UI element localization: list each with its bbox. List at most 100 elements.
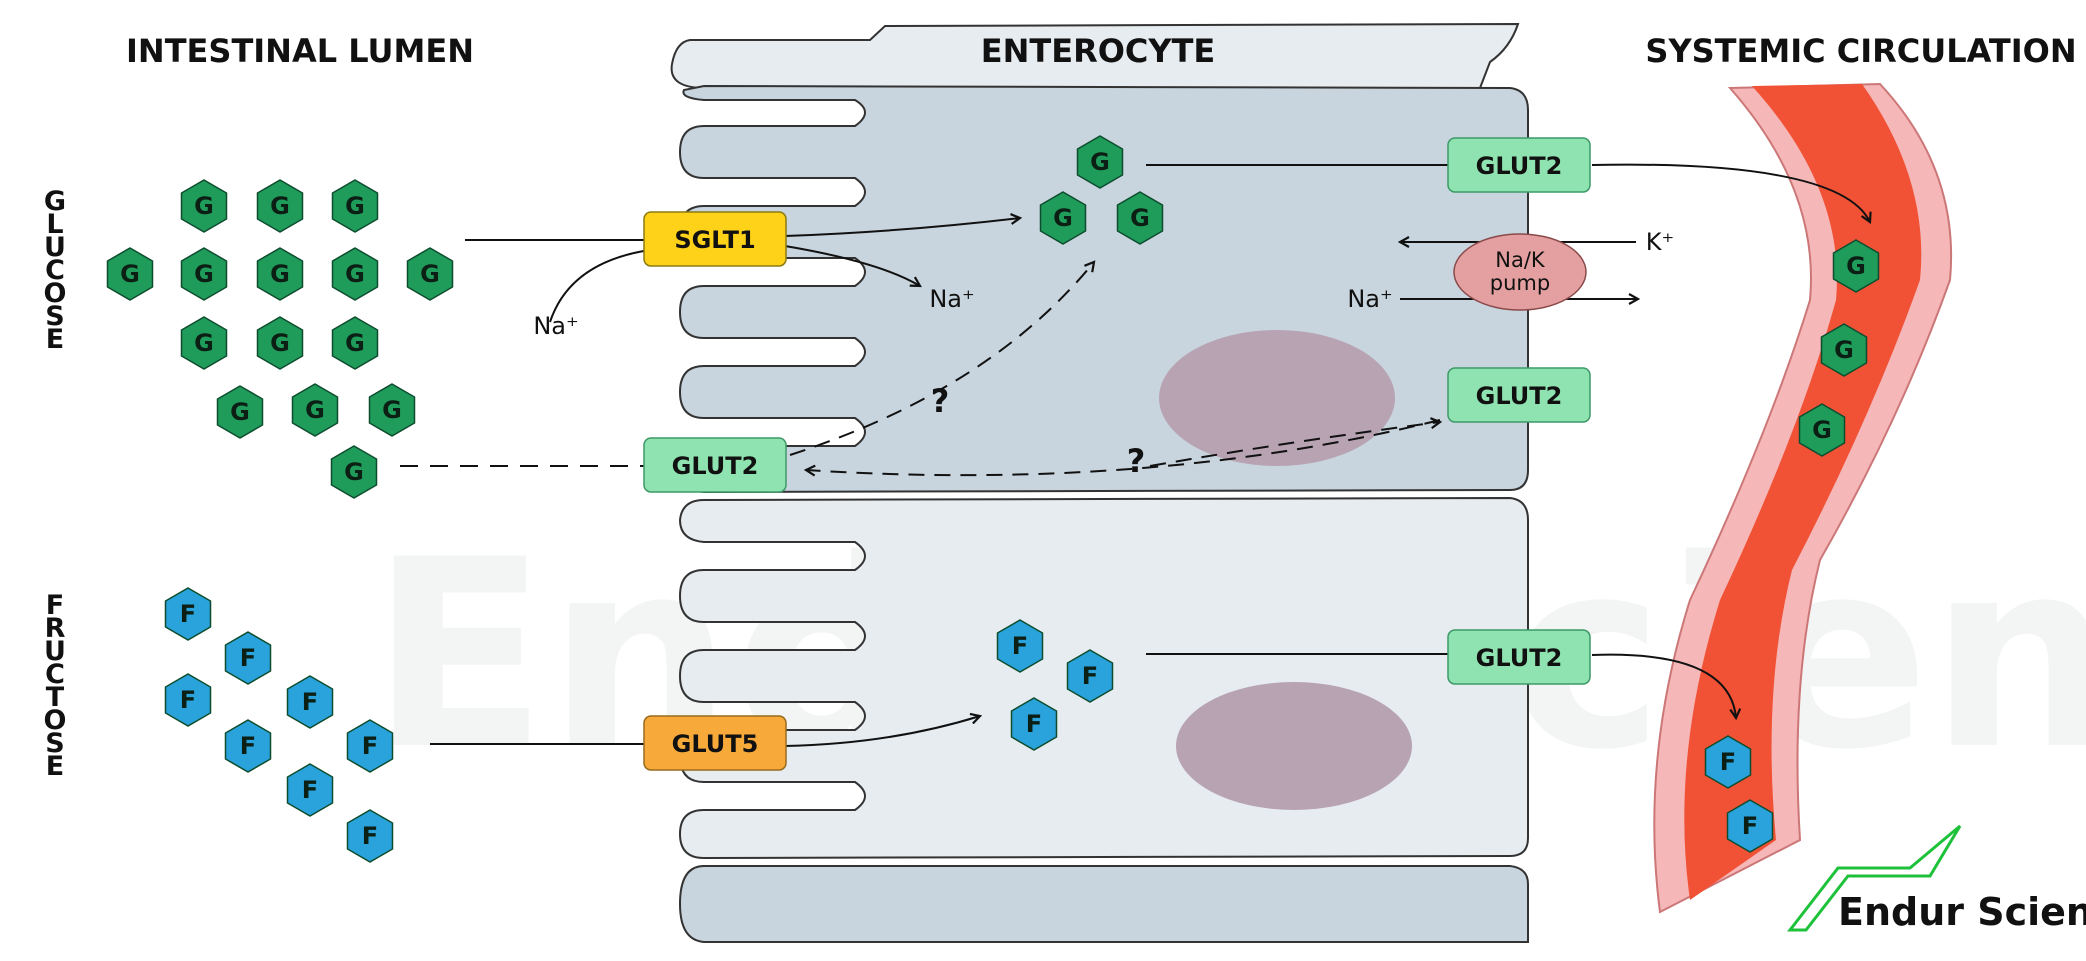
logo-text: Endur Science: [1838, 890, 2086, 934]
fructose-side-letter-6: O: [44, 705, 67, 736]
glucose-molecule-8-letter: G: [420, 260, 440, 288]
sodium-pump-label: Na⁺: [1347, 285, 1392, 313]
fructose-molecule-12-hexagon: [1704, 735, 1752, 789]
fructose-molecule-8-letter: F: [362, 822, 378, 850]
glucose-molecule-20-letter: G: [1834, 336, 1854, 364]
glucose-molecule-10-hexagon: [256, 316, 304, 370]
unknown-mark-upper: ?: [931, 382, 950, 420]
transporter-sglt1: SGLT1: [643, 211, 787, 267]
fructose-molecule-12: F: [1704, 735, 1752, 789]
glut2-to-blood-fructose-arrow: [1591, 653, 1736, 718]
fructose-molecule-7: F: [286, 763, 334, 817]
sodium-cell-label: Na⁺: [929, 285, 974, 313]
unknown-mark-lower: ?: [1127, 442, 1146, 480]
glucose-molecule-18: G: [1116, 191, 1164, 245]
fructose-molecule-1-letter: F: [180, 600, 196, 628]
glucose-side-letter-2: L: [46, 209, 63, 240]
glucose-molecule-8-hexagon: [406, 247, 454, 301]
fructose-molecule-7-letter: F: [302, 776, 318, 804]
glucose-molecule-21: G: [1798, 403, 1846, 457]
glucose-molecule-6-hexagon: [256, 247, 304, 301]
fructose-side-letter-2: R: [45, 613, 66, 644]
fructose-molecule-11: F: [1010, 697, 1058, 751]
glucose-molecule-21-letter: G: [1812, 416, 1832, 444]
glucose-molecule-15: G: [330, 445, 378, 499]
glucose-molecule-1: G: [180, 179, 228, 233]
apical-glut2-to-cell-dashed: [789, 262, 1094, 456]
glucose-side-letter-4: C: [45, 255, 65, 286]
glucose-molecule-3: G: [331, 179, 379, 233]
glut5-fructose-arrow: [784, 716, 980, 747]
fructose-molecule-2: F: [224, 631, 272, 685]
glucose-molecule-14: G: [368, 383, 416, 437]
fructose-molecule-11-hexagon: [1010, 697, 1058, 751]
basal-glut2-to-apical-dashed: [806, 419, 1441, 475]
transporter-glut2-basal-fructose: GLUT2: [1447, 629, 1591, 685]
transporter-glut2-apical: GLUT2: [643, 437, 787, 493]
glucose-molecule-1-hexagon: [180, 179, 228, 233]
transporter-glut2-basal-top: GLUT2: [1447, 137, 1591, 193]
glut2-to-blood-glucose-arrow: [1591, 163, 1870, 222]
fructose-side-letter-5: T: [46, 682, 65, 713]
glucose-molecule-2-hexagon: [256, 179, 304, 233]
glucose-molecule-16: G: [1076, 135, 1124, 189]
na-k-pump: Na/K pump: [1453, 233, 1587, 311]
transporter-glut5: GLUT5: [643, 715, 787, 771]
fructose-molecule-12-letter: F: [1720, 748, 1736, 776]
glucose-molecule-2: G: [256, 179, 304, 233]
glucose-molecule-5: G: [180, 247, 228, 301]
fructose-molecule-1: F: [164, 587, 212, 641]
glucose-molecule-16-letter: G: [1090, 148, 1110, 176]
fructose-molecule-8: F: [346, 809, 394, 863]
logo-icon: [1786, 824, 1962, 932]
glucose-molecule-11: G: [331, 316, 379, 370]
fructose-molecule-13: F: [1726, 799, 1774, 853]
glucose-molecule-5-hexagon: [180, 247, 228, 301]
glucose-molecule-20: G: [1820, 323, 1868, 377]
fructose-molecule-7-hexagon: [286, 763, 334, 817]
glucose-molecule-9: G: [180, 316, 228, 370]
glucose-molecule-2-letter: G: [270, 192, 290, 220]
glucose-molecule-9-hexagon: [180, 316, 228, 370]
fructose-molecule-9-hexagon: [996, 619, 1044, 673]
sglt1-glucose-arrow: [784, 218, 1020, 237]
fructose-molecule-5-letter: F: [240, 732, 256, 760]
glucose-molecule-7-hexagon: [331, 247, 379, 301]
fructose-molecule-13-hexagon: [1726, 799, 1774, 853]
pump-label-line1: Na/K: [1495, 248, 1546, 272]
glucose-molecule-13-letter: G: [305, 396, 325, 424]
glut2-basal-mid-label: GLUT2: [1476, 382, 1563, 410]
glucose-molecule-6-letter: G: [270, 260, 290, 288]
glucose-side-letter-3: U: [44, 232, 66, 263]
glucose-molecule-18-letter: G: [1130, 204, 1150, 232]
glucose-molecule-19: G: [1832, 239, 1880, 293]
glucose-molecule-1-letter: G: [194, 192, 214, 220]
fructose-molecule-9: F: [996, 619, 1044, 673]
sglt1-sodium-arrow: [784, 245, 920, 286]
fructose-molecule-5: F: [224, 719, 272, 773]
glucose-molecule-12: G: [216, 385, 264, 439]
glucose-molecule-20-hexagon: [1820, 323, 1868, 377]
glucose-molecule-6: G: [256, 247, 304, 301]
fructose-molecule-4-hexagon: [286, 675, 334, 729]
fructose-side-letter-4: C: [45, 659, 65, 690]
glucose-molecule-5-letter: G: [194, 260, 214, 288]
heading-intestinal-lumen: INTESTINAL LUMEN: [126, 32, 474, 70]
glucose-side-letter-7: E: [46, 324, 64, 355]
transporter-glut2-basal-mid: GLUT2: [1447, 367, 1591, 423]
sodium-lumen-label: Na⁺: [533, 312, 578, 340]
fructose-molecule-4: F: [286, 675, 334, 729]
glut2-apical-label: GLUT2: [672, 452, 759, 480]
glucose-molecule-7-letter: G: [345, 260, 365, 288]
fructose-molecule-3-letter: F: [180, 686, 196, 714]
glucose-molecule-15-hexagon: [330, 445, 378, 499]
nucleus-lower: [1176, 682, 1412, 810]
heading-enterocyte: ENTEROCYTE: [981, 32, 1216, 70]
glucose-molecule-18-hexagon: [1116, 191, 1164, 245]
fructose-molecule-10-hexagon: [1066, 649, 1114, 703]
glucose-side-letter-1: G: [44, 186, 66, 217]
fructose-molecule-9-letter: F: [1012, 632, 1028, 660]
